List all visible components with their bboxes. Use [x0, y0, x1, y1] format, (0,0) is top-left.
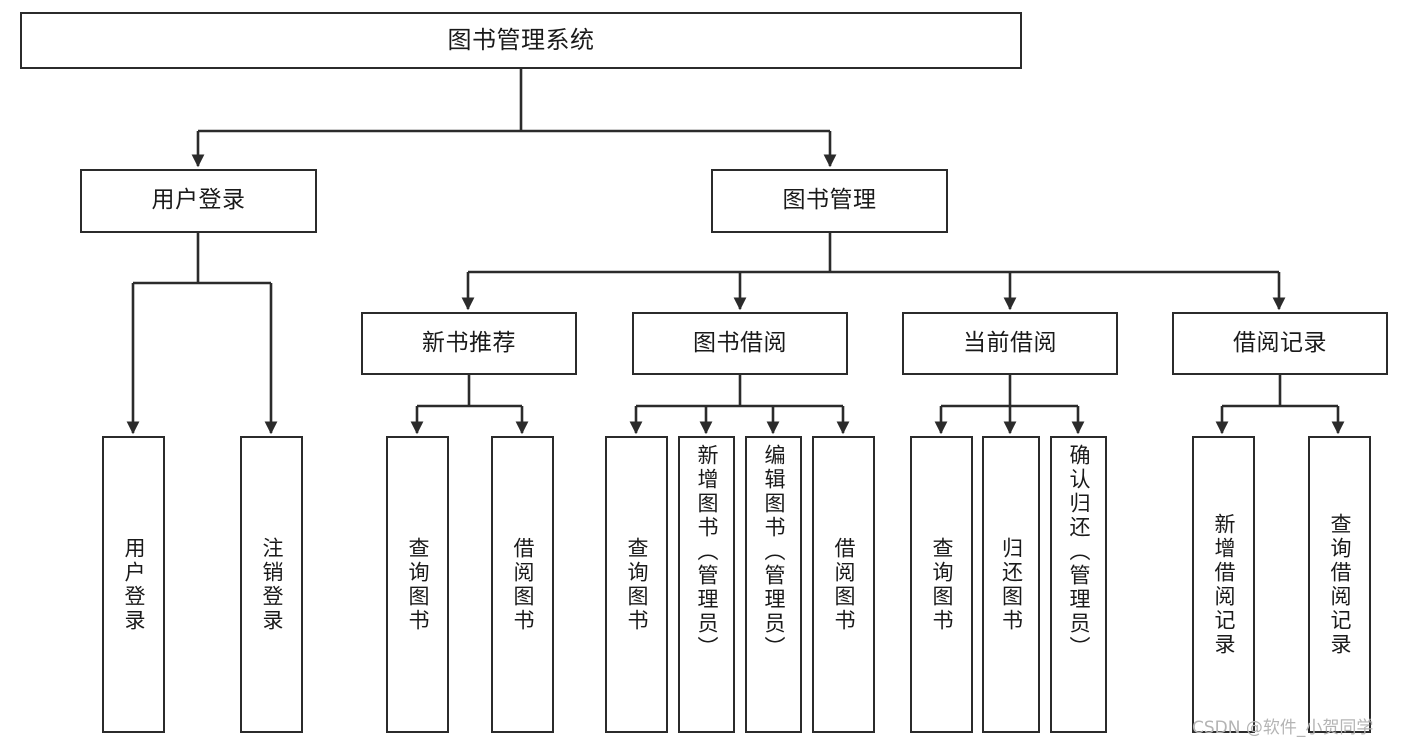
node-book-borrow[interactable]: 图书借阅	[632, 312, 848, 375]
node-leaf-logout-login[interactable]: 注销登录	[240, 436, 303, 733]
node-leaf-add-record[interactable]: 新增借阅记录	[1192, 436, 1255, 733]
node-leaf-user-login[interactable]: 用户登录	[102, 436, 165, 733]
node-user-login[interactable]: 用户登录	[80, 169, 317, 233]
node-root-system[interactable]: 图书管理系统	[20, 12, 1022, 69]
node-new-book-recommend-label: 新书推荐	[422, 329, 516, 356]
node-borrow-record[interactable]: 借阅记录	[1172, 312, 1388, 375]
node-book-manage-label: 图书管理	[782, 187, 877, 214]
node-leaf-query-book-1-label: 查询图书	[406, 536, 430, 633]
node-leaf-add-record-label: 新增借阅记录	[1212, 512, 1236, 657]
node-leaf-query-book-1[interactable]: 查询图书	[386, 436, 449, 733]
node-leaf-edit-book-label: 编辑图书（管理员）	[762, 444, 786, 660]
node-leaf-return-book-label: 归还图书	[999, 536, 1024, 633]
node-leaf-logout-login-label: 注销登录	[260, 536, 284, 633]
node-leaf-borrow-book-2[interactable]: 借阅图书	[812, 436, 875, 733]
node-leaf-edit-book[interactable]: 编辑图书（管理员）	[745, 436, 802, 733]
node-root-system-label: 图书管理系统	[447, 26, 595, 55]
node-leaf-borrow-book-1[interactable]: 借阅图书	[491, 436, 554, 733]
node-leaf-query-book-3-label: 查询图书	[930, 536, 954, 633]
node-leaf-confirm-return-label: 确认归还（管理员）	[1067, 444, 1091, 660]
node-user-login-label: 用户登录	[151, 187, 246, 214]
node-leaf-query-record[interactable]: 查询借阅记录	[1308, 436, 1371, 733]
node-leaf-return-book[interactable]: 归还图书	[982, 436, 1040, 733]
node-leaf-borrow-book-1-label: 借阅图书	[511, 536, 535, 633]
node-leaf-user-login-label: 用户登录	[122, 536, 146, 633]
node-current-borrow-label: 当前借阅	[963, 329, 1057, 356]
node-new-book-recommend[interactable]: 新书推荐	[361, 312, 577, 375]
node-borrow-record-label: 借阅记录	[1233, 329, 1327, 356]
node-leaf-add-book-label: 新增图书（管理员）	[695, 444, 719, 660]
csdn-watermark: CSDN @软件_小贺同学	[1192, 718, 1374, 738]
node-leaf-confirm-return[interactable]: 确认归还（管理员）	[1050, 436, 1107, 733]
node-leaf-borrow-book-2-label: 借阅图书	[832, 536, 856, 633]
node-book-manage[interactable]: 图书管理	[711, 169, 948, 233]
node-leaf-query-record-label: 查询借阅记录	[1328, 512, 1352, 657]
node-leaf-query-book-2[interactable]: 查询图书	[605, 436, 668, 733]
node-book-borrow-label: 图书借阅	[693, 329, 787, 356]
node-leaf-query-book-3[interactable]: 查询图书	[910, 436, 973, 733]
node-leaf-add-book[interactable]: 新增图书（管理员）	[678, 436, 735, 733]
node-leaf-query-book-2-label: 查询图书	[625, 536, 649, 633]
node-current-borrow[interactable]: 当前借阅	[902, 312, 1118, 375]
